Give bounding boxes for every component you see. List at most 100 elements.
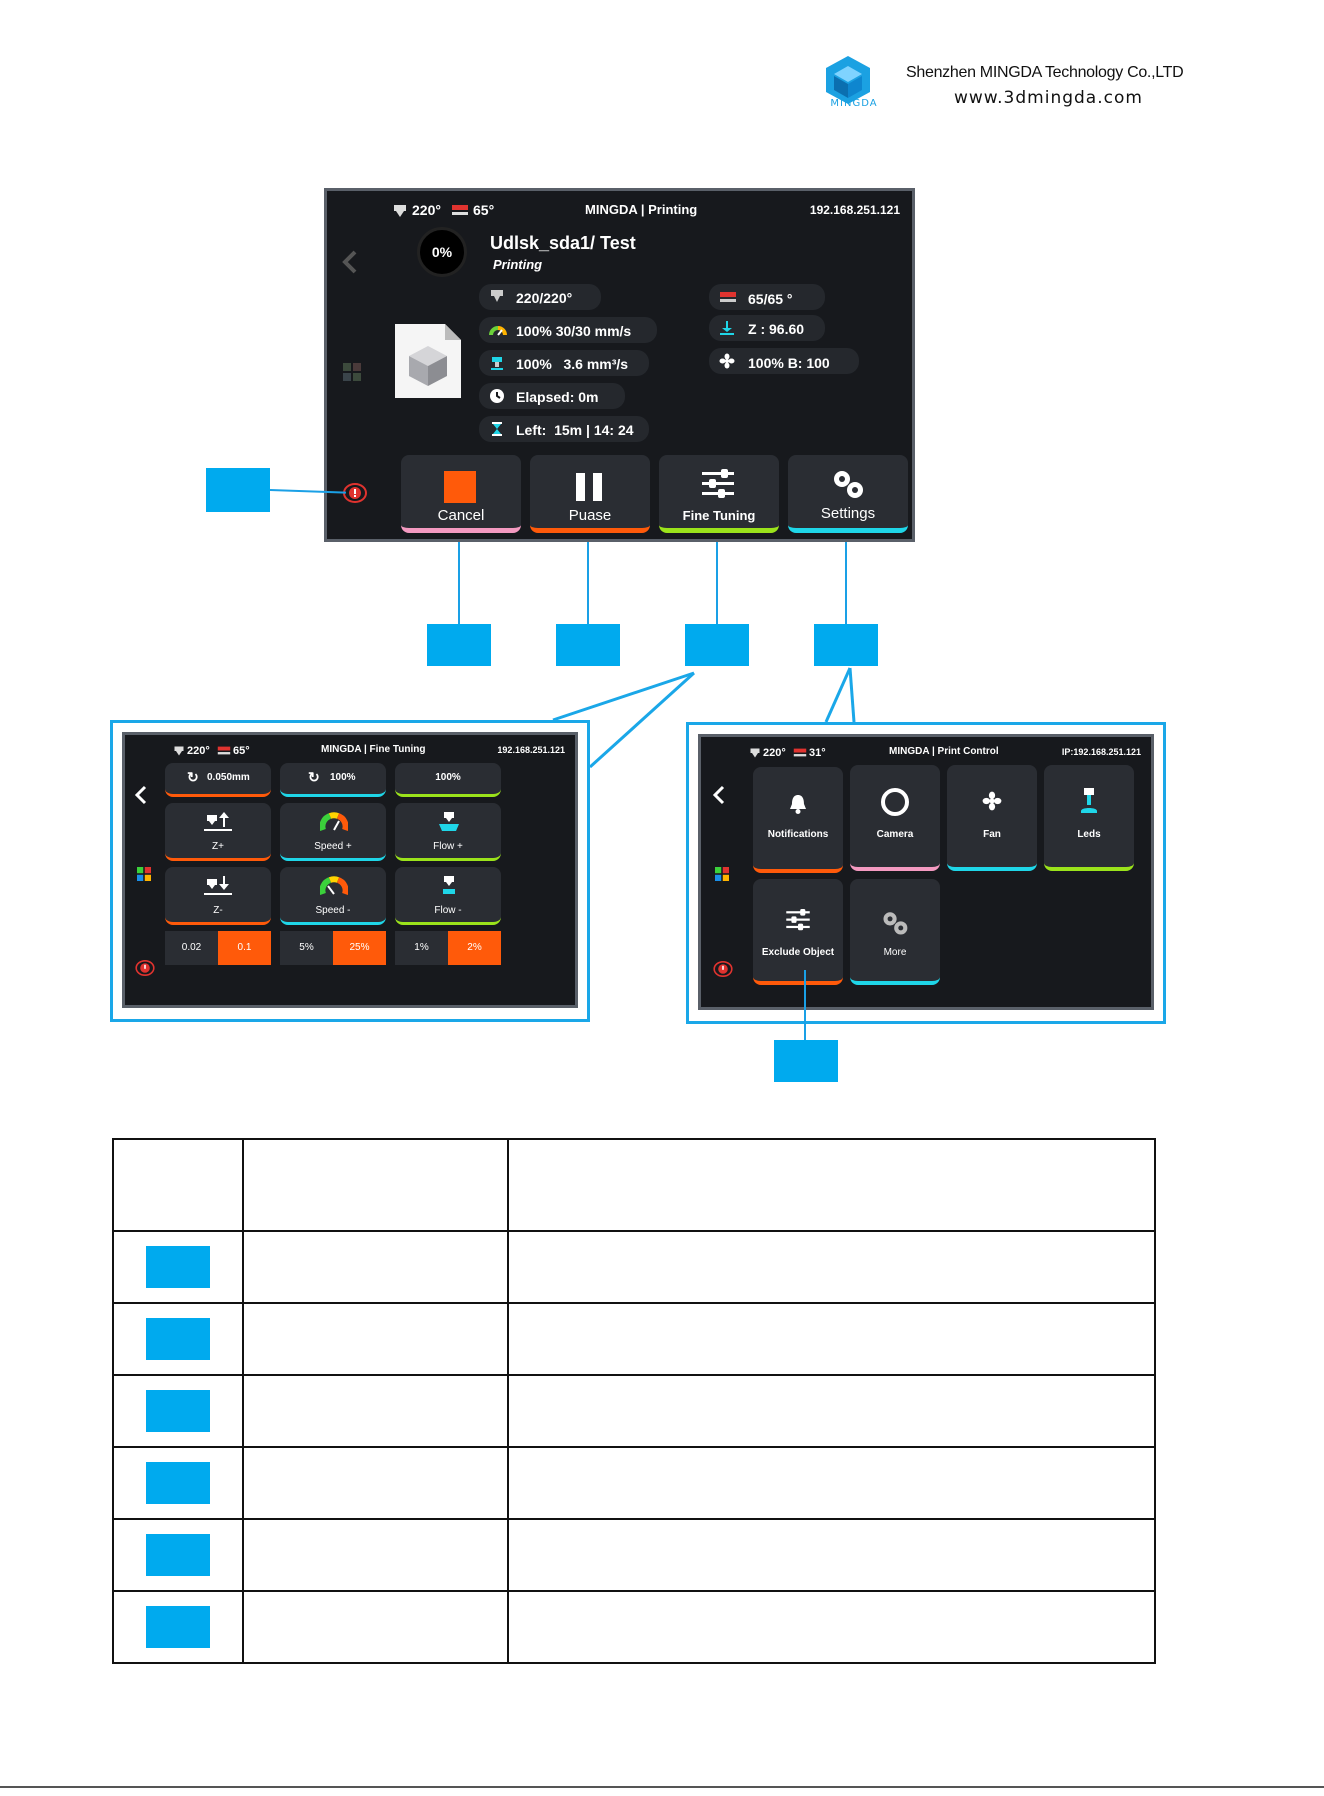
table-row [112, 1590, 1156, 1664]
connector-line [458, 542, 460, 624]
z-up-icon [204, 812, 232, 831]
description-table [112, 1138, 1156, 1664]
speed-gauge-icon [320, 812, 348, 831]
callout-pause [556, 624, 620, 666]
ip-address: 192.168.251.121 [809, 203, 900, 217]
emergency-stop-icon[interactable] [713, 961, 733, 977]
callout-badge [146, 1390, 210, 1432]
flow-display[interactable]: 100% [395, 763, 501, 797]
clock-icon [490, 389, 504, 403]
z-plus-button[interactable]: Z+ [165, 803, 271, 861]
flow-step-option-selected[interactable]: 2% [448, 931, 501, 965]
ip-address: 192.168.251.121 [497, 745, 565, 755]
speed-plus-button[interactable]: Speed + [280, 803, 386, 861]
nozzle-icon [491, 290, 503, 302]
fine-tuning-frame [110, 720, 590, 1022]
ip-address: IP:192.168.251.121 [1061, 747, 1141, 757]
flow-minus-button[interactable]: Flow - [395, 867, 501, 925]
website-url: www.3dmingda.com [954, 88, 1143, 108]
bell-icon [790, 795, 806, 814]
screen-title: MINGDA | Printing [585, 202, 698, 217]
cancel-button[interactable]: Cancel [401, 455, 521, 533]
flow-plus-icon [439, 812, 459, 831]
connector-line [845, 542, 847, 624]
fine-tuning-screen: 220° 65° MINGDA | Fine Tuning 192.168.25… [122, 732, 578, 1008]
emergency-stop-icon[interactable] [135, 960, 155, 976]
callout-badge [146, 1462, 210, 1504]
speed-minus-button[interactable]: Speed - [280, 867, 386, 925]
screen-title: MINGDA | Print Control [889, 746, 999, 757]
speed-gauge-icon [489, 326, 507, 336]
hourglass-icon [492, 422, 502, 436]
progress-percent: 0% [431, 244, 453, 260]
emergency-stop-icon[interactable] [343, 483, 367, 503]
back-chevron-icon[interactable] [712, 785, 726, 805]
z-minus-button[interactable]: Z- [165, 867, 271, 925]
pause-icon [576, 473, 602, 501]
file-thumbnail [395, 324, 461, 398]
table-header-cell [242, 1138, 509, 1232]
callout-cancel [427, 624, 491, 666]
print-control-frame [686, 722, 1166, 1024]
flow-step-option[interactable]: 1% [395, 931, 448, 965]
back-chevron-icon[interactable] [134, 785, 148, 805]
table-row [112, 1374, 1156, 1448]
callout-badge [146, 1606, 210, 1648]
speed-step-option-selected[interactable]: 25% [333, 931, 386, 965]
cancel-label: Cancel [437, 507, 485, 524]
flow-plus-label: Flow + [433, 841, 463, 852]
refresh-icon: ↻ [187, 769, 199, 785]
z-offset-display[interactable]: ↻ 0.050mm [165, 763, 271, 797]
bed-temp: 65° [473, 202, 495, 218]
bed-icon [452, 205, 468, 215]
z-plus-label: Z+ [212, 841, 224, 852]
speed-value: 100% [330, 772, 356, 783]
speed-display[interactable]: ↻ 100% [280, 763, 386, 797]
table-row [112, 1446, 1156, 1520]
sliders-icon [702, 469, 734, 498]
time-left-stat [479, 416, 649, 442]
flow-plus-button[interactable]: Flow + [395, 803, 501, 861]
pause-label: Puase [568, 507, 612, 524]
file-state: Printing [493, 257, 543, 272]
nozzle-temp: 220° [187, 745, 210, 757]
apps-grid-icon[interactable] [343, 363, 361, 381]
extruder-flow-icon [491, 357, 503, 370]
z-axis-down-icon [720, 321, 734, 335]
leds-tile[interactable]: Leds [1044, 765, 1134, 871]
more-tile[interactable]: More [850, 879, 940, 985]
exclude-object-label: Exclude Object [761, 947, 835, 958]
settings-button[interactable]: Settings [788, 455, 908, 533]
fan-label: Fan [983, 829, 1001, 840]
apps-grid-icon[interactable] [715, 867, 729, 881]
fine-tuning-button[interactable]: Fine Tuning [659, 455, 779, 533]
fan-stat-text: 100% B: 100 [748, 355, 830, 371]
fine-tuning-label: Fine Tuning [682, 508, 756, 523]
gears-icon [883, 912, 908, 935]
pause-button[interactable]: Puase [530, 455, 650, 533]
callout-exclude-object [774, 1040, 838, 1082]
zoom-connector [824, 667, 856, 723]
back-chevron-icon[interactable] [341, 249, 359, 275]
exclude-object-tile[interactable]: Exclude Object [753, 879, 843, 985]
connector-line [804, 970, 806, 1040]
mingda-logo [826, 56, 870, 104]
bed-icon [217, 746, 231, 755]
fan-icon [719, 353, 735, 369]
fan-tile[interactable]: Fan [947, 765, 1037, 871]
notifications-tile[interactable]: Notifications [753, 767, 843, 873]
z-step-option[interactable]: 0.02 [165, 931, 218, 965]
callout-badge [146, 1534, 210, 1576]
elapsed-stat-text: Elapsed: 0m [516, 389, 599, 405]
stop-icon [444, 471, 476, 503]
callout-badge [146, 1318, 210, 1360]
z-step-option-selected[interactable]: 0.1 [218, 931, 271, 965]
callout-badge [146, 1246, 210, 1288]
time-left-text: Left: 15m | 14: 24 [516, 422, 634, 438]
camera-ring-icon [881, 788, 909, 816]
bed-icon [720, 292, 736, 302]
speed-step-option[interactable]: 5% [280, 931, 333, 965]
camera-tile[interactable]: Camera [850, 765, 940, 871]
gears-icon [834, 471, 863, 498]
apps-grid-icon[interactable] [137, 867, 151, 881]
